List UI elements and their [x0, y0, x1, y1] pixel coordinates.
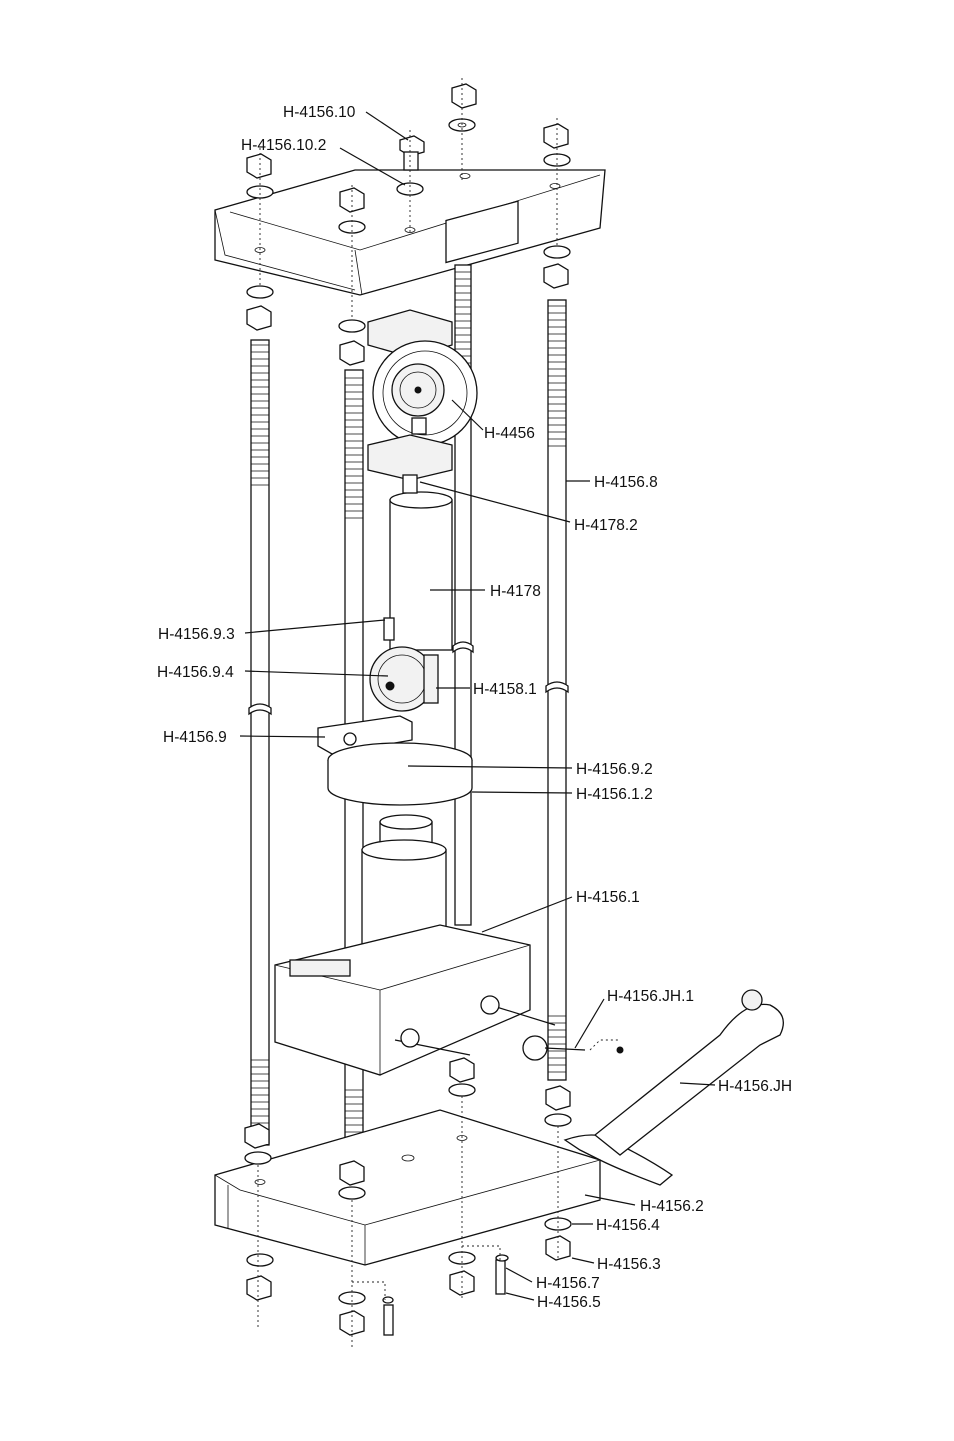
callout-h4156-9: H-4156.9 — [163, 729, 227, 746]
callout-h4156-2: H-4156.2 — [640, 1198, 704, 1215]
loading-piston — [390, 475, 452, 650]
base-plate — [215, 1110, 600, 1265]
top-bolt — [397, 136, 424, 195]
callout-h4156-7: H-4156.7 — [536, 1275, 600, 1292]
callout-h4156-3: H-4156.3 — [597, 1256, 661, 1273]
top-nut-left — [247, 154, 273, 198]
callout-h4156-1: H-4156.1 — [576, 889, 640, 906]
tie-rod-left — [249, 340, 271, 1145]
callout-h4156-5: H-4156.5 — [537, 1294, 601, 1311]
callout-h4156-10: H-4156.10 — [283, 104, 356, 121]
callout-h4178-2: H-4178.2 — [574, 517, 638, 534]
callout-h4156-1-2: H-4156.1.2 — [576, 786, 653, 803]
callout-h4156-9-2: H-4156.9.2 — [576, 761, 653, 778]
callout-h4178: H-4178 — [490, 583, 541, 600]
callout-h4156-4: H-4156.4 — [596, 1217, 660, 1234]
callout-h4158-1: H-4158.1 — [473, 681, 537, 698]
callout-h4156-10-2: H-4156.10.2 — [241, 137, 326, 154]
callout-h4156-9-3: H-4156.9.3 — [158, 626, 235, 643]
callout-h4156-jh-1: H-4156.JH.1 — [607, 988, 694, 1005]
tie-rod-right — [546, 300, 568, 1080]
top-nut-center — [449, 84, 476, 131]
callout-h4456: H-4456 — [484, 425, 535, 442]
callout-h4156-8: H-4156.8 — [594, 474, 658, 491]
callout-h4156-jh: H-4156.JH — [718, 1078, 792, 1095]
callout-h4156-9-4: H-4156.9.4 — [157, 664, 234, 681]
jack-base — [275, 925, 555, 1075]
platen-disc — [328, 743, 472, 805]
